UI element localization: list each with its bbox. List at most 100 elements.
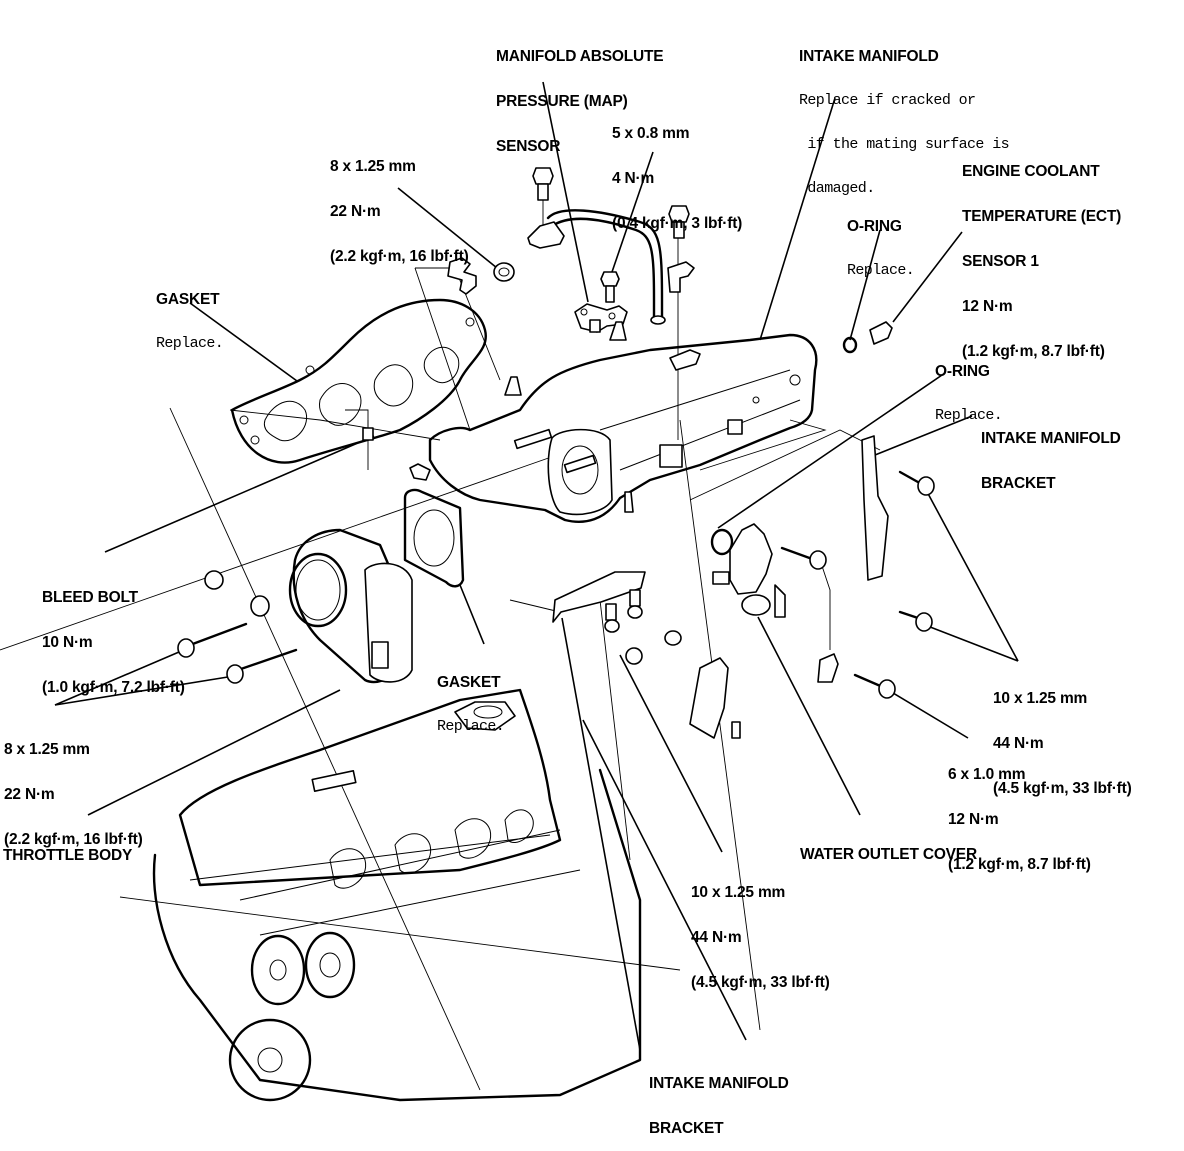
oring-2-label: O-RING xyxy=(935,363,990,380)
intake-manifold-part xyxy=(409,321,818,523)
gasket-throttle-note: Replace. xyxy=(437,718,505,735)
leader-bolt-10x125-b xyxy=(924,624,1019,662)
leader-bolt-6x10 xyxy=(887,689,969,739)
water-outlet-cover-label: WATER OUTLET COVER xyxy=(800,846,977,863)
callout-oring-1: O-RING Replace. xyxy=(847,189,915,293)
bolt-5x08-size: 5 x 0.8 mm xyxy=(612,125,690,142)
leader-oring-1 xyxy=(849,229,881,341)
leader-throttle-body xyxy=(87,689,341,816)
callout-gasket-manifold: GASKET Replace. xyxy=(156,262,224,366)
intake-manifold-label: INTAKE MANIFOLD xyxy=(799,48,939,65)
throttle-body-part xyxy=(288,528,413,684)
throttle-body-label: THROTTLE BODY xyxy=(3,847,133,864)
callout-oring-2: O-RING Replace. xyxy=(935,334,1003,438)
exploded-view-drawing xyxy=(0,81,1019,1102)
bolt-10x125-right-torque-alt: (4.5 kgf·m, 33 lbf·ft) xyxy=(993,780,1132,797)
callout-bracket-right: INTAKE MANIFOLD BRACKET xyxy=(981,401,1121,506)
callout-bolt-5x08: 5 x 0.8 mm 4 N·m (0.4 kgf·m, 3 lbf·ft) xyxy=(612,96,742,246)
bracket-bottom-label-2: BRACKET xyxy=(649,1120,724,1137)
callout-ect-sensor: ENGINE COOLANT TEMPERATURE (ECT) SENSOR … xyxy=(962,134,1121,374)
small-bracket-part xyxy=(447,257,477,295)
bolt-8x125-top-torque: 22 N·m xyxy=(330,203,381,220)
leader-water-outlet xyxy=(757,616,861,816)
leader-bolt-8x125-top xyxy=(397,187,498,269)
bolt-8x125-top-part xyxy=(493,262,515,282)
ect-sensor-label-1: ENGINE COOLANT xyxy=(962,163,1100,180)
bleed-bolt-torque: 10 N·m xyxy=(42,634,93,651)
gasket-throttle-label: GASKET xyxy=(437,674,501,691)
leader-bracket-bottom-b xyxy=(582,719,747,1041)
bracket-lower-part xyxy=(552,571,741,739)
map-sensor-part xyxy=(574,303,628,333)
leader-bracket-right xyxy=(874,415,973,456)
leader-oring-2 xyxy=(717,372,946,529)
leader-map-sensor xyxy=(542,81,589,303)
callout-water-outlet-cover: WATER OUTLET COVER xyxy=(800,817,977,877)
callout-bolt-10x125-right: 10 x 1.25 mm 44 N·m (4.5 kgf·m, 33 lbf·f… xyxy=(993,661,1132,811)
callout-bolt-8x125-top: 8 x 1.25 mm 22 N·m (2.2 kgf·m, 16 lbf·ft… xyxy=(330,129,469,279)
callout-bracket-bottom: INTAKE MANIFOLD BRACKET xyxy=(649,1046,789,1151)
pipe-part xyxy=(527,167,666,325)
ect-sensor-part xyxy=(842,321,893,354)
bolt-8x125-top-size: 8 x 1.25 mm xyxy=(330,158,416,175)
map-sensor-label-2: PRESSURE (MAP) xyxy=(496,93,628,110)
bracket-right-part xyxy=(817,435,935,699)
throttle-gasket-part xyxy=(403,488,465,588)
throttle-bolts-part xyxy=(177,570,298,684)
leader-bolt-left-b xyxy=(54,675,235,706)
bolt-10x125-right-torque: 44 N·m xyxy=(993,735,1044,752)
gasket-manifold-label: GASKET xyxy=(156,291,220,308)
gasket-manifold-note: Replace. xyxy=(156,335,224,352)
bracket-bottom-label-1: INTAKE MANIFOLD xyxy=(649,1075,789,1092)
bleed-bolt-label: BLEED BOLT xyxy=(42,589,138,606)
bolt-5x08-torque-alt: (0.4 kgf·m, 3 lbf·ft) xyxy=(612,215,743,232)
oring-1-label: O-RING xyxy=(847,218,902,235)
callout-throttle-body: THROTTLE BODY xyxy=(3,818,132,878)
oring-2-note: Replace. xyxy=(935,407,1003,424)
ect-sensor-label-2: TEMPERATURE (ECT) xyxy=(962,208,1122,225)
map-sensor-label-3: SENSOR xyxy=(496,138,561,155)
engine-block-part xyxy=(152,688,642,1102)
bolt-10x125-bottom-size: 10 x 1.25 mm xyxy=(691,884,786,901)
ect-sensor-torque: 12 N·m xyxy=(962,298,1013,315)
bracket-right-label-1: INTAKE MANIFOLD xyxy=(981,430,1121,447)
leader-bleed-bolt xyxy=(104,435,375,553)
ect-sensor-torque-alt: (1.2 kgf·m, 8.7 lbf·ft) xyxy=(962,343,1105,360)
bolt-5x08-torque: 4 N·m xyxy=(612,170,655,187)
callout-bolt-10x125-bottom: 10 x 1.25 mm 44 N·m (4.5 kgf·m, 33 lbf·f… xyxy=(691,855,830,1005)
leader-gasket-manifold xyxy=(189,302,298,382)
bolt-10x125-bottom-torque-alt: (4.5 kgf·m, 33 lbf·ft) xyxy=(691,974,830,991)
bolt-8x125-left-torque-alt: (2.2 kgf·m, 16 lbf·ft) xyxy=(4,831,143,848)
intake-manifold-note-2: if the mating surface is xyxy=(799,136,1010,153)
leader-gasket-throttle xyxy=(459,584,485,645)
leader-bolt-10x125-a xyxy=(924,487,1019,662)
callout-bolt-8x125-left: 8 x 1.25 mm 22 N·m (2.2 kgf·m, 16 lbf·ft… xyxy=(4,712,143,862)
callout-map-sensor: MANIFOLD ABSOLUTE PRESSURE (MAP) SENSOR xyxy=(496,19,664,169)
leader-bracket-bottom-a xyxy=(561,617,641,1051)
leader-intake-manifold xyxy=(759,97,836,341)
bleed-bolt-torque-alt: (1.0 kgf·m, 7.2 lbf·ft) xyxy=(42,679,185,696)
bolt-6x10-torque-alt: (1.2 kgf·m, 8.7 lbf·ft) xyxy=(948,856,1091,873)
bolt-6x10-torque: 12 N·m xyxy=(948,811,999,828)
callout-bleed-bolt: BLEED BOLT 10 N·m (1.0 kgf·m, 7.2 lbf·ft… xyxy=(42,560,185,710)
bolt-8x125-top-torque-alt: (2.2 kgf·m, 16 lbf·ft) xyxy=(330,248,469,265)
intake-manifold-note-1: Replace if cracked or xyxy=(799,92,976,109)
oring-1-note: Replace. xyxy=(847,262,915,279)
map-sensor-label-1: MANIFOLD ABSOLUTE xyxy=(496,48,664,65)
callout-gasket-throttle: GASKET Replace. xyxy=(437,645,505,749)
leader-bolt-5x08 xyxy=(611,151,654,273)
bolt-10x125-right-size: 10 x 1.25 mm xyxy=(993,690,1088,707)
callout-bolt-6x10: 6 x 1.0 mm 12 N·m (1.2 kgf·m, 8.7 lbf·ft… xyxy=(948,737,1091,887)
bolt-8x125-left-size: 8 x 1.25 mm xyxy=(4,741,90,758)
leader-lines xyxy=(54,81,1019,1051)
ect-sensor-label-3: SENSOR 1 xyxy=(962,253,1039,270)
leader-ect-sensor xyxy=(892,231,963,323)
intake-manifold-note-3: damaged. xyxy=(799,180,875,197)
bolt-5x08-part xyxy=(600,271,620,303)
bolt-6x10-size: 6 x 1.0 mm xyxy=(948,766,1026,783)
bracket-right-label-2: BRACKET xyxy=(981,475,1056,492)
leader-bolt-left-a xyxy=(54,648,187,706)
bolt-8x125-left-torque: 22 N·m xyxy=(4,786,55,803)
manifold-gasket-part xyxy=(230,298,487,464)
callout-intake-manifold: INTAKE MANIFOLD Replace if cracked or if… xyxy=(799,19,1010,211)
